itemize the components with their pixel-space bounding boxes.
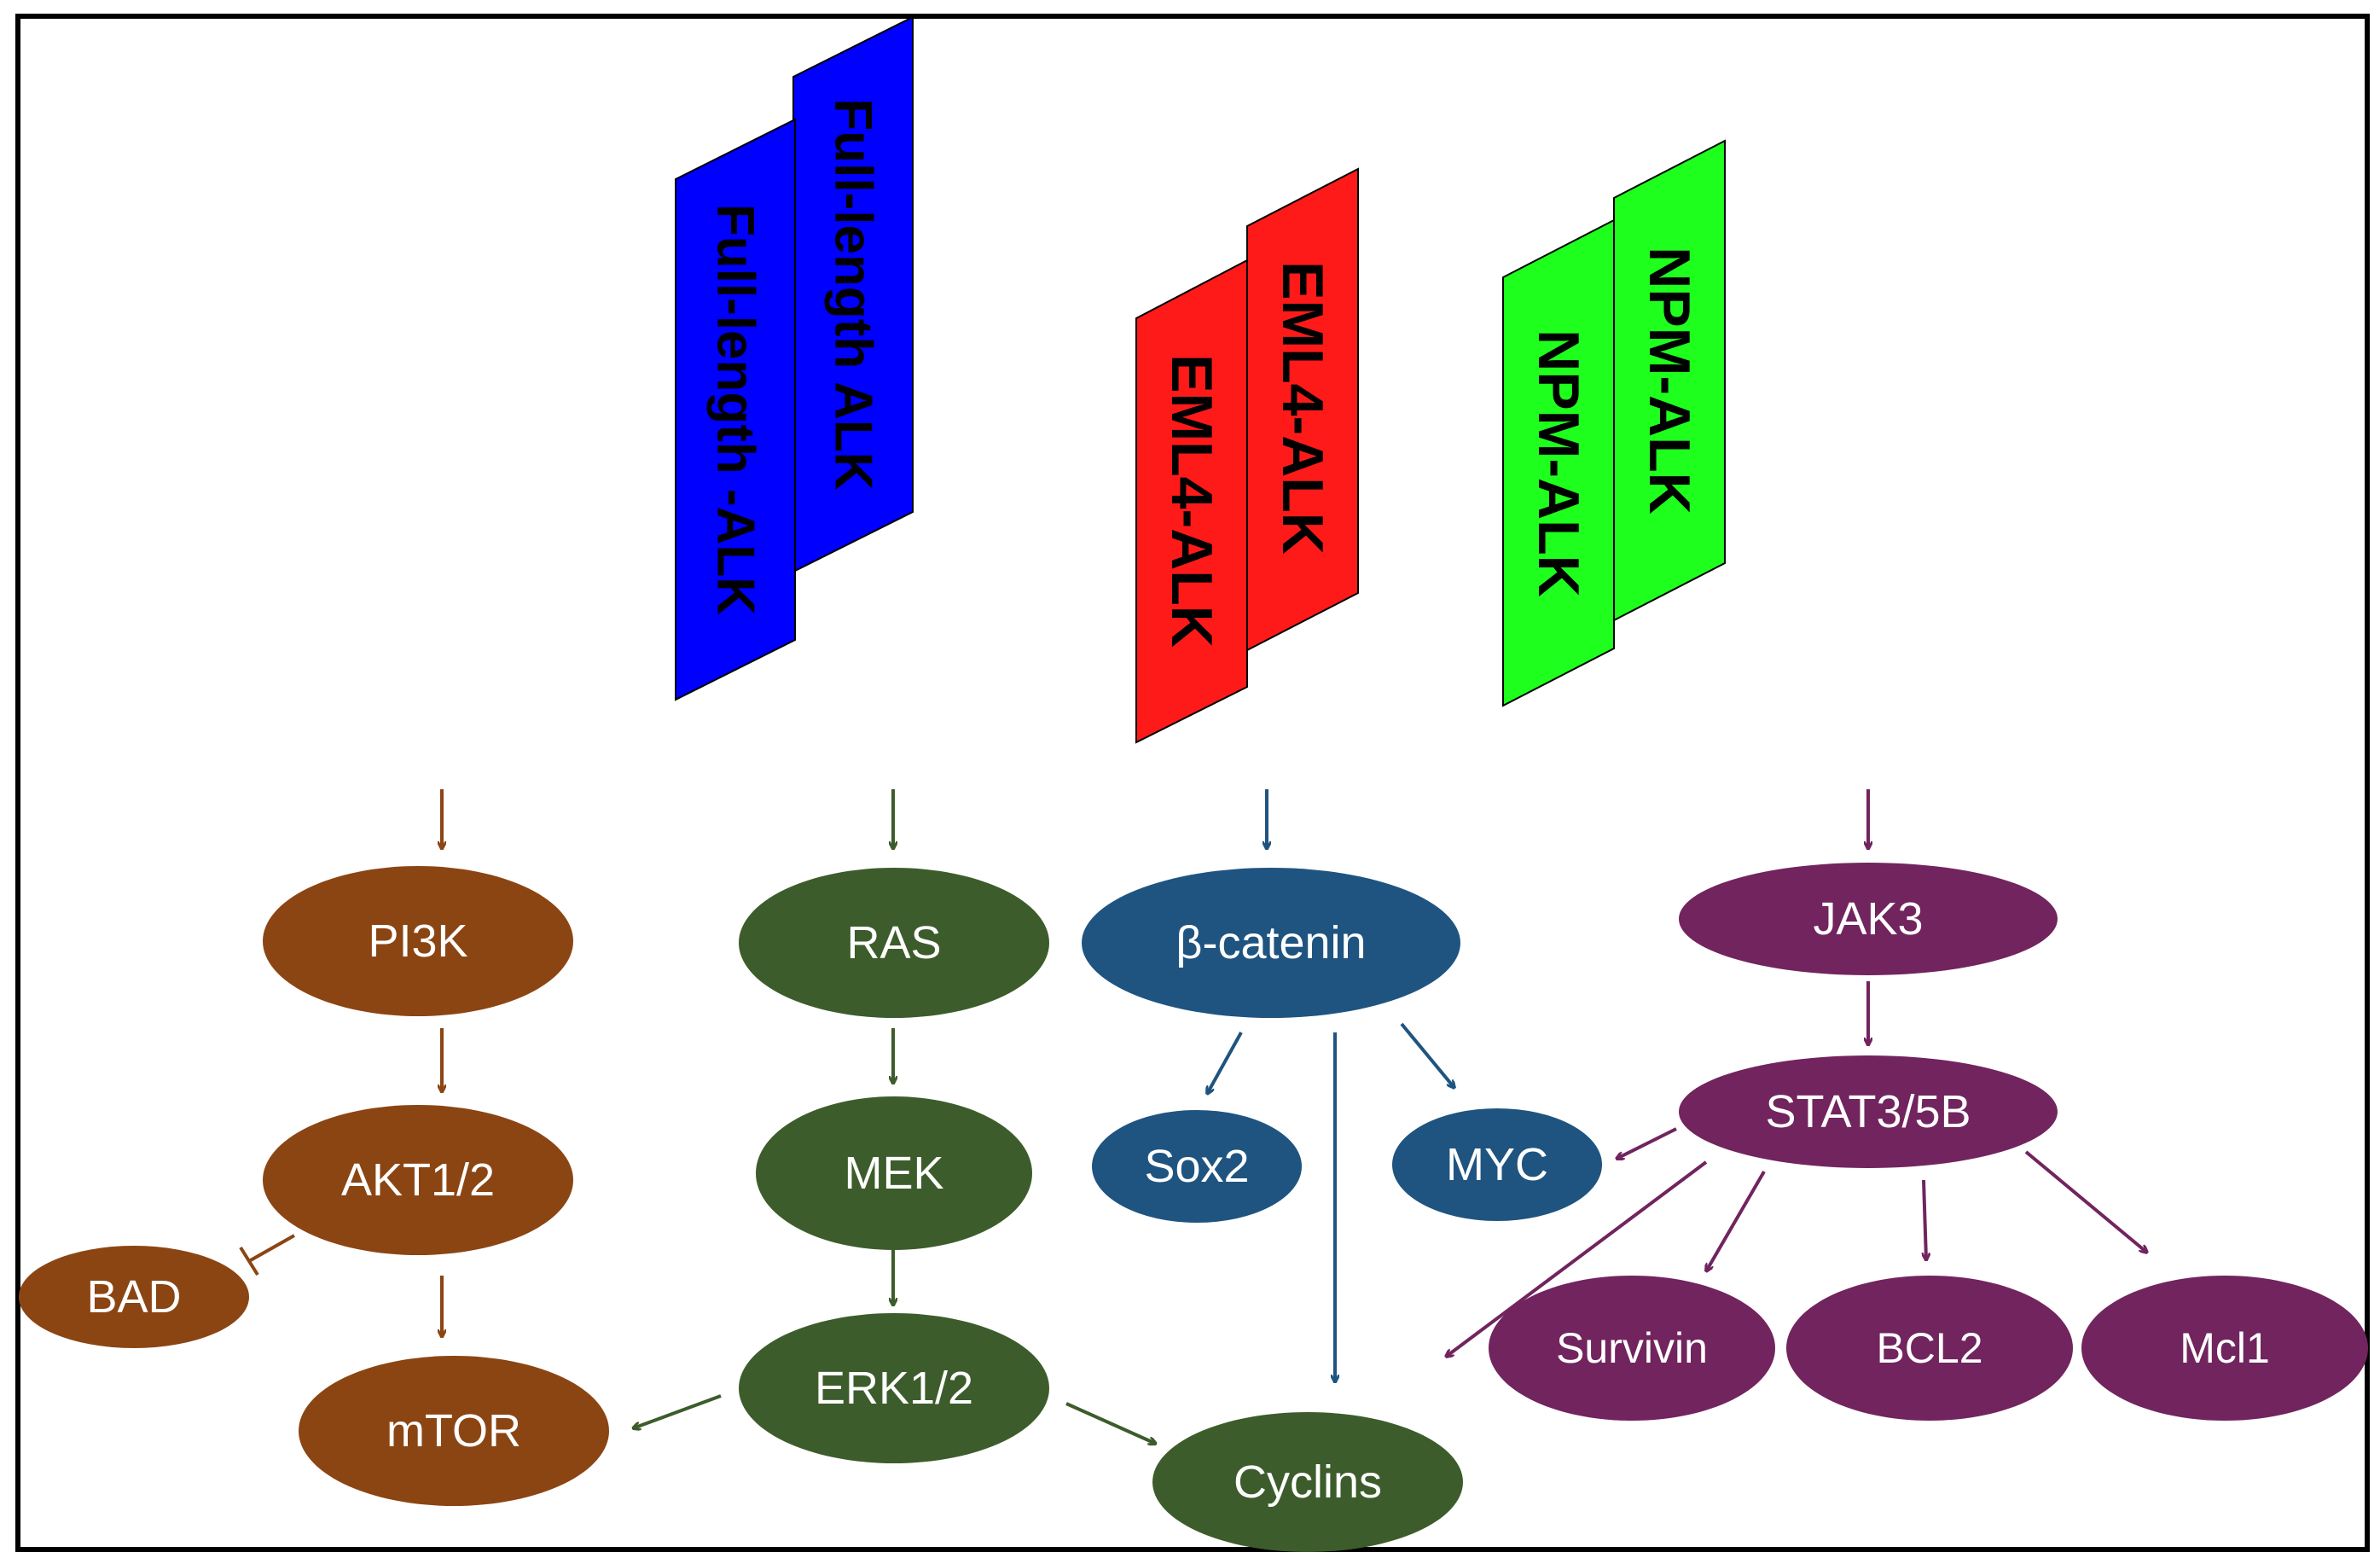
node-bad: BAD [19, 1246, 249, 1348]
arrow-stat-to-survivin [1706, 1170, 1766, 1271]
arrow-erk-to-mtor [633, 1394, 722, 1428]
node-mcl1-label: Mcl1 [2180, 1324, 2270, 1372]
node-survivin: Survivin [1489, 1276, 1775, 1421]
node-bcl2: BCL2 [1786, 1276, 2073, 1421]
arrow-stat-to-myc [1617, 1127, 1677, 1159]
arrow-stat-to-mcl1 [2024, 1150, 2147, 1253]
node-pi3k-label: PI3K [368, 916, 467, 967]
node-jak3: JAK3 [1679, 863, 2058, 975]
node-mcl1: Mcl1 [2081, 1276, 2368, 1421]
npm-alk-back-label: NPM-ALK [1637, 247, 1702, 515]
arrow-erk-to-cyclins [1065, 1402, 1156, 1444]
node-mtor: mTOR [299, 1356, 609, 1506]
node-sox2-label: Sox2 [1144, 1141, 1249, 1192]
node-stat: STAT3/5B [1679, 1055, 2058, 1168]
full-length-alk-back-label: Full-length ALK [824, 98, 883, 490]
eml4-alk-front-panel [1135, 259, 1248, 744]
node-cyclins-label: Cyclins [1234, 1456, 1382, 1508]
npm-alk-front-panel [1502, 218, 1615, 707]
node-bad-label: BAD [86, 1271, 181, 1323]
node-jak3-label: JAK3 [1813, 893, 1923, 945]
node-myc: MYC [1392, 1108, 1602, 1221]
eml4-alk-front-label: EML4-ALK [1159, 354, 1224, 648]
full-length-alk-front-panel [675, 118, 796, 701]
node-catenin: β-catenin [1082, 868, 1460, 1018]
node-erk: ERK1/2 [739, 1313, 1049, 1463]
node-ras: RAS [739, 868, 1049, 1018]
eml4-alk-back-label: EML4-ALK [1270, 261, 1335, 555]
node-bcl2-label: BCL2 [1876, 1324, 1982, 1372]
arrow-catenin-to-myc [1400, 1022, 1454, 1088]
arrow-stat-to-bcl2 [1924, 1179, 1926, 1260]
node-akt: AKT1/2 [263, 1105, 573, 1255]
node-sox2: Sox2 [1092, 1110, 1302, 1223]
node-cyclins: Cyclins [1152, 1412, 1463, 1552]
full-length-alk-front-label: Full-length -ALK [706, 204, 765, 615]
full-length-alk-receptor: Full-length ALK Full-length -ALK [675, 15, 914, 701]
node-erk-label: ERK1/2 [815, 1363, 973, 1414]
node-akt-label: AKT1/2 [341, 1154, 495, 1206]
node-mek: MEK [756, 1096, 1032, 1250]
node-catenin-label: β-catenin [1175, 917, 1366, 968]
eml4-alk-receptor: EML4-ALK EML4-ALK [1135, 167, 1359, 744]
node-mtor-label: mTOR [386, 1405, 521, 1456]
inhibition-akt-to-bad [239, 1234, 295, 1276]
node-myc-label: MYC [1446, 1139, 1548, 1190]
arrow-stat-to-cyclins [1446, 1160, 1708, 1357]
npm-alk-front-label: NPM-ALK [1526, 329, 1591, 597]
npm-alk-receptor: NPM-ALK NPM-ALK [1502, 139, 1726, 707]
node-stat-label: STAT3/5B [1765, 1086, 1971, 1137]
node-ras-label: RAS [846, 917, 941, 968]
node-mek-label: MEK [844, 1148, 943, 1199]
node-pi3k: PI3K [263, 866, 573, 1016]
arrow-catenin-to-sox2 [1207, 1032, 1243, 1094]
node-survivin-label: Survivin [1556, 1324, 1708, 1372]
